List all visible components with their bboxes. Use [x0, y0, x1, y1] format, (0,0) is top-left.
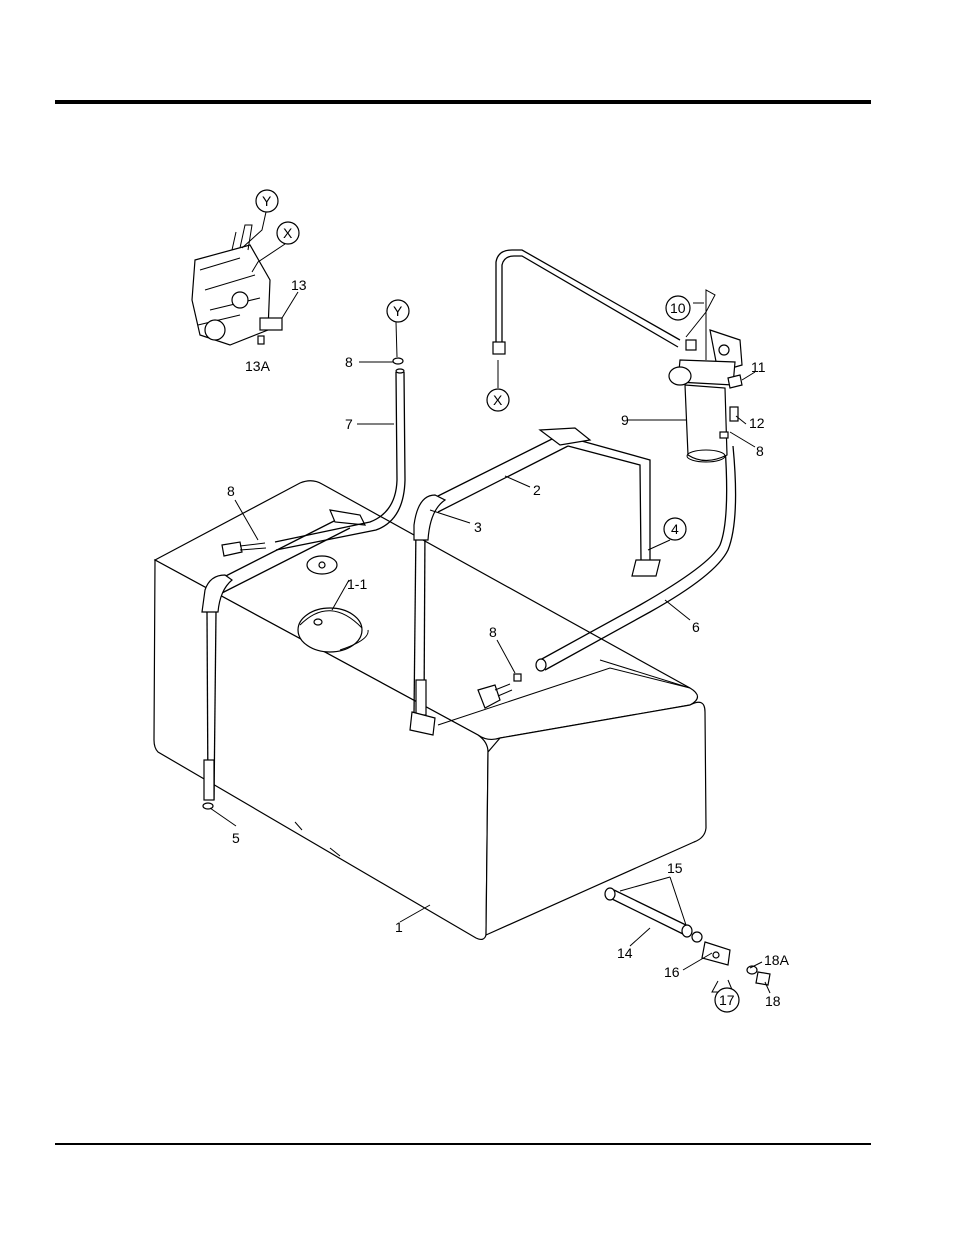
sender-unit — [307, 556, 337, 574]
label-part-18a: 18A — [764, 952, 790, 968]
label-part-6: 6 — [692, 619, 700, 635]
label-x-return: X — [493, 392, 503, 408]
label-x-top: X — [283, 225, 293, 241]
label-part-10: 10 — [670, 300, 686, 316]
label-part-12: 12 — [749, 415, 765, 431]
label-part-13: 13 — [291, 277, 307, 293]
injection-pump — [192, 225, 282, 345]
label-part-14: 14 — [617, 945, 633, 961]
label-part-3: 3 — [474, 519, 482, 535]
label-part-13a: 13A — [245, 358, 271, 374]
label-part-8-left: 8 — [227, 483, 235, 499]
label-part-15: 15 — [667, 860, 683, 876]
label-part-11: 11 — [751, 359, 766, 375]
label-part-4: 4 — [671, 521, 679, 537]
label-part-1: 1 — [395, 919, 403, 935]
label-part-7: 7 — [345, 416, 353, 432]
label-part-8-right: 8 — [756, 443, 764, 459]
label-part-17: 17 — [719, 992, 735, 1008]
label-y-top: Y — [262, 193, 272, 209]
label-part-5: 5 — [232, 830, 240, 846]
label-part-16: 16 — [664, 964, 680, 980]
label-part-8-top: 8 — [345, 354, 353, 370]
label-part-8-mid: 8 — [489, 624, 497, 640]
drain-assembly — [605, 888, 770, 985]
label-y-hose: Y — [393, 303, 403, 319]
label-part-9: 9 — [621, 412, 629, 428]
label-part-1-1: 1-1 — [347, 576, 367, 592]
label-part-2: 2 — [533, 482, 541, 498]
label-part-18: 18 — [765, 993, 781, 1009]
